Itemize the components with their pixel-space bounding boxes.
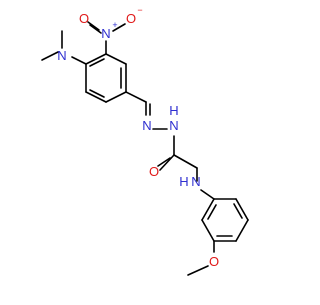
benzene-ring-upper	[85, 53, 127, 103]
nitro-group: N + O O −	[79, 5, 143, 55]
anilino-hydrogen-label: H	[179, 174, 188, 189]
nitro-charge-label: +	[112, 20, 117, 30]
nitro-oxygen-charge-label: −	[137, 5, 142, 15]
hydrazide-hydrogen-label: H	[169, 103, 178, 118]
anilino-nitrogen-label: N	[191, 174, 200, 189]
nitro-oxygen-single-label: O	[126, 11, 136, 26]
benzene-ring-lower	[201, 198, 249, 242]
nitro-oxygen-double-label: O	[79, 11, 89, 26]
hydrazide-nitrogen-label: N	[169, 118, 178, 133]
nitro-nitrogen-label: N	[101, 26, 110, 41]
anilino-group: H N	[179, 174, 215, 200]
imine-nitrogen-label: N	[142, 118, 151, 133]
methoxy-oxygen-label: O	[209, 254, 219, 269]
carbonyl-oxygen-label: O	[149, 164, 159, 179]
dimethylamino-group: N	[41, 30, 87, 65]
acetamide-group: O	[149, 135, 198, 182]
dimethyl-nitrogen-label: N	[57, 48, 66, 63]
hydrazone-linker: N N H	[125, 91, 179, 133]
methoxy-group: O	[187, 240, 219, 276]
molecule-structure: N N + O O − N N H O H N	[41, 5, 249, 276]
